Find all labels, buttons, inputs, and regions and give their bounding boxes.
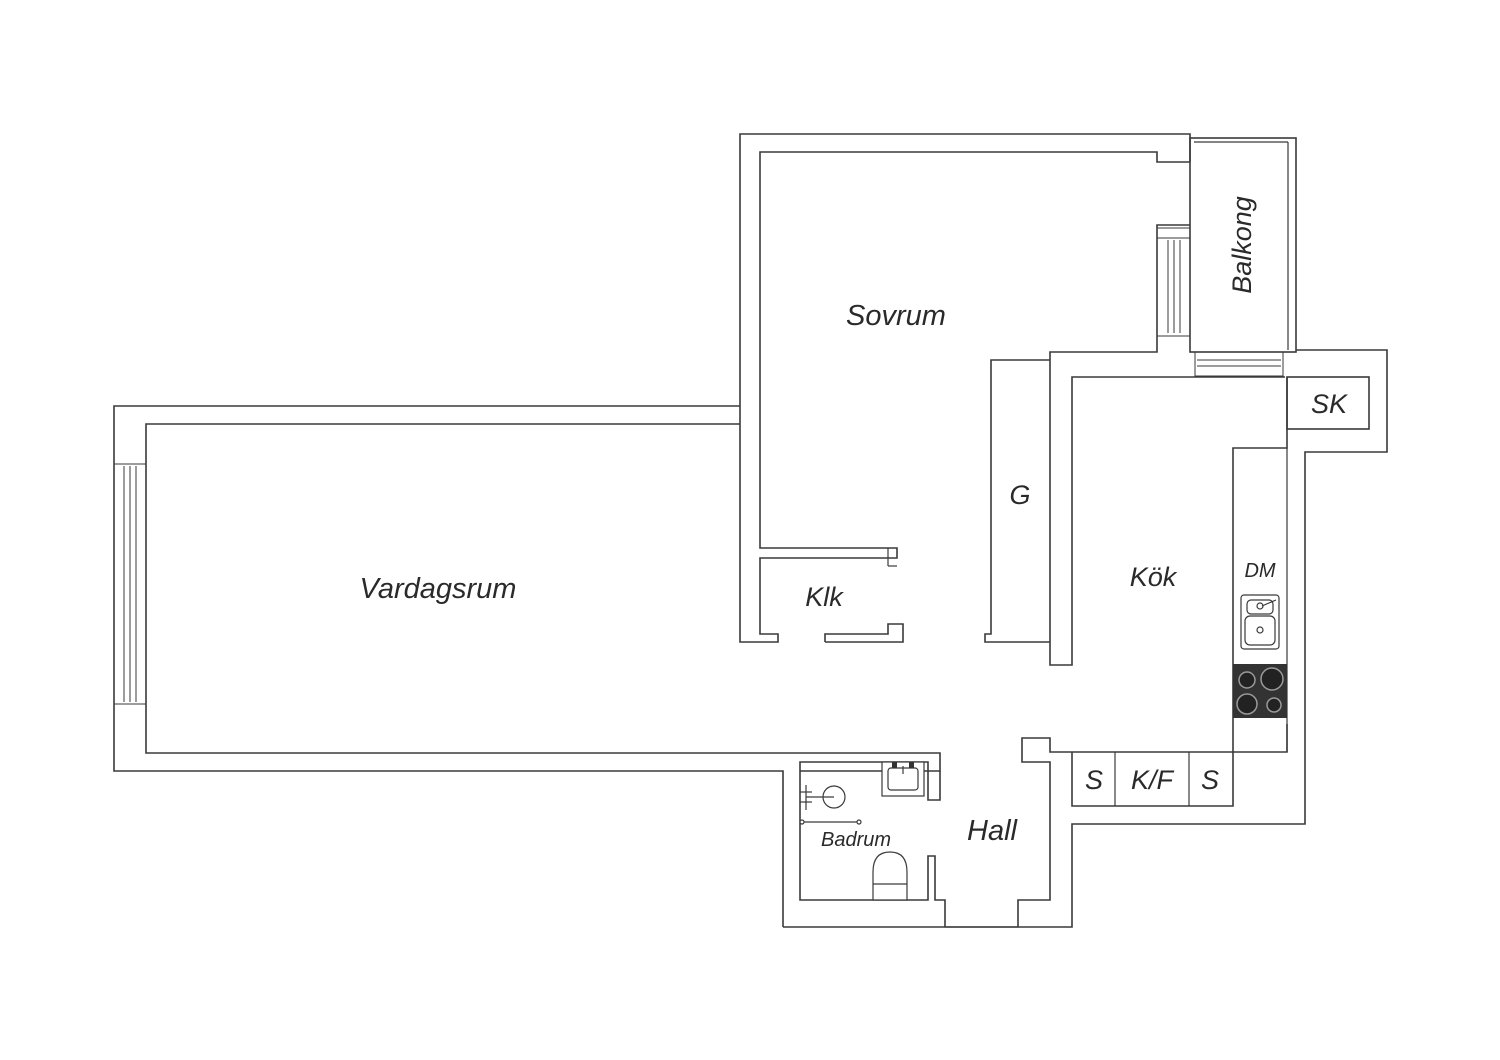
label-balkong: Balkong bbox=[1227, 196, 1257, 294]
label-s-right: S bbox=[1201, 765, 1219, 795]
toilet bbox=[872, 851, 908, 901]
label-kf: K/F bbox=[1131, 765, 1175, 795]
label-hall: Hall bbox=[967, 815, 1019, 847]
label-vardagsrum: Vardagsrum bbox=[360, 573, 517, 605]
label-sovrum: Sovrum bbox=[846, 300, 946, 332]
living-room-window bbox=[113, 463, 147, 705]
kitchen-stove bbox=[1233, 664, 1287, 718]
label-dm: DM bbox=[1244, 560, 1275, 582]
label-g: G bbox=[1009, 480, 1030, 510]
bathroom bbox=[799, 761, 946, 927]
walk-in-closet bbox=[824, 548, 904, 643]
balcony bbox=[1189, 137, 1297, 377]
wardrobe bbox=[984, 359, 1050, 643]
label-kok: Kök bbox=[1130, 562, 1178, 592]
label-klk: Klk bbox=[805, 582, 844, 612]
bedroom-window bbox=[1156, 227, 1191, 337]
washbasin bbox=[881, 761, 925, 797]
living-room bbox=[113, 405, 941, 927]
label-badrum: Badrum bbox=[821, 829, 891, 851]
kitchen-sink bbox=[1240, 594, 1280, 650]
label-s-left: S bbox=[1085, 765, 1103, 795]
label-sk: SK bbox=[1311, 389, 1348, 419]
shower bbox=[799, 785, 862, 825]
kitchen bbox=[783, 349, 1388, 928]
